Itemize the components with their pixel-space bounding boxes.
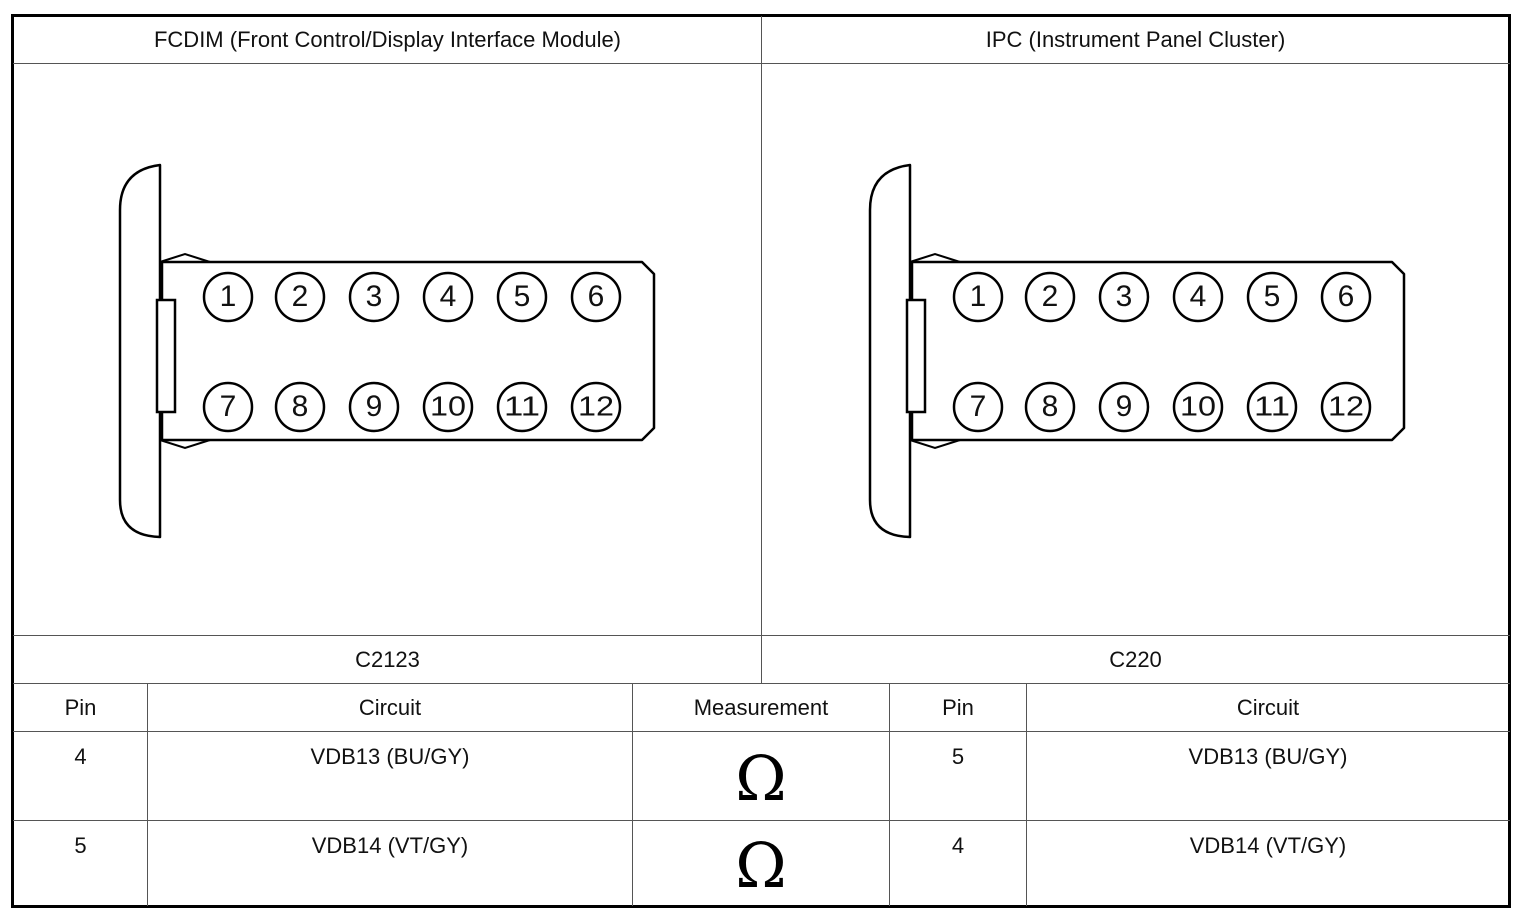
divider-line bbox=[147, 684, 148, 906]
header-pin-a: Pin bbox=[64, 694, 97, 720]
pin-number-label: 6 bbox=[1338, 280, 1355, 313]
pin-cavity bbox=[274, 271, 326, 323]
pin-cavity bbox=[1172, 381, 1224, 433]
pin-number-label: 1 bbox=[220, 280, 237, 313]
pin-cavity bbox=[952, 381, 1004, 433]
ohm-icon: Ω bbox=[735, 741, 787, 815]
pin-cavity bbox=[1024, 381, 1076, 433]
pin-cavity bbox=[1320, 271, 1372, 323]
pin-number-label: 5 bbox=[514, 280, 531, 313]
pin-cavity bbox=[202, 381, 254, 433]
pin-number-label: 12 bbox=[578, 390, 614, 421]
ohm-icon: Ω bbox=[735, 828, 787, 902]
ipc-title: IPC (Instrument Panel Cluster) bbox=[985, 26, 1286, 52]
header-circuit-b: Circuit bbox=[1236, 694, 1300, 720]
pin-number-label: 3 bbox=[1116, 280, 1133, 313]
row2-pin-b: 4 bbox=[951, 833, 965, 858]
diagram-frame bbox=[11, 14, 1511, 908]
divider-line bbox=[1026, 684, 1027, 906]
connector-tab bbox=[159, 252, 211, 263]
pin-cavity bbox=[1172, 271, 1224, 323]
row1-pin-b: 5 bbox=[951, 744, 965, 769]
pin-number-label: 8 bbox=[1042, 390, 1059, 423]
pin-cavity bbox=[496, 381, 548, 433]
pin-cavity bbox=[952, 271, 1004, 323]
pin-number-label: 12 bbox=[1328, 390, 1364, 421]
pin-number-label: 6 bbox=[588, 280, 605, 313]
connector-flange bbox=[118, 163, 162, 539]
row2-circuit-a: VDB14 (VT/GY) bbox=[311, 833, 469, 858]
pin-number-label: 8 bbox=[292, 390, 309, 423]
row1-circuit-b: VDB13 (BU/GY) bbox=[1188, 744, 1348, 769]
header-pin-b: Pin bbox=[942, 694, 974, 720]
pin-number-label: 4 bbox=[440, 280, 457, 313]
pin-cavity bbox=[570, 271, 622, 323]
pin-cavity bbox=[1246, 381, 1298, 433]
row2-pin-a: 5 bbox=[74, 833, 87, 858]
pin-number-label: 2 bbox=[1042, 280, 1059, 313]
connector-latch bbox=[155, 298, 177, 414]
pin-cavity bbox=[348, 271, 400, 323]
connector-tab bbox=[159, 439, 211, 450]
pin-cavity bbox=[348, 381, 400, 433]
pin-cavity bbox=[422, 381, 474, 433]
connector-flange bbox=[868, 163, 912, 539]
pin-number-label: 11 bbox=[1254, 390, 1290, 421]
pin-number-label: 7 bbox=[970, 390, 987, 423]
pin-number-label: 2 bbox=[292, 280, 309, 313]
pin-cavity bbox=[496, 271, 548, 323]
row2-circuit-b: VDB14 (VT/GY) bbox=[1189, 833, 1347, 858]
pin-cavity bbox=[1320, 381, 1372, 433]
header-circuit-a: Circuit bbox=[358, 694, 422, 720]
connector-latch bbox=[905, 298, 927, 414]
pin-number-label: 5 bbox=[1264, 280, 1281, 313]
row1-circuit-a: VDB13 (BU/GY) bbox=[310, 744, 470, 769]
pin-cavity bbox=[202, 271, 254, 323]
pin-number-label: 9 bbox=[1116, 390, 1133, 423]
pin-cavity bbox=[570, 381, 622, 433]
pin-number-label: 10 bbox=[430, 390, 466, 421]
pin-cavity bbox=[422, 271, 474, 323]
pin-number-label: 9 bbox=[366, 390, 383, 423]
divider-line bbox=[632, 684, 633, 906]
pin-number-label: 11 bbox=[504, 390, 540, 421]
pin-cavity bbox=[1098, 381, 1150, 433]
pin-number-label: 7 bbox=[220, 390, 237, 423]
pin-cavity bbox=[1098, 271, 1150, 323]
fcdim-title: FCDIM (Front Control/Display Interface M… bbox=[153, 26, 622, 52]
divider-line bbox=[889, 684, 890, 906]
pin-number-label: 1 bbox=[970, 280, 987, 313]
connector-tab bbox=[909, 439, 961, 450]
pin-cavity bbox=[1246, 271, 1298, 323]
pin-number-label: 10 bbox=[1180, 390, 1216, 421]
divider-line bbox=[13, 820, 1510, 821]
connector-tab bbox=[909, 252, 961, 263]
divider-line bbox=[13, 731, 1510, 732]
pin-number-label: 3 bbox=[366, 280, 383, 313]
ipc-connector-id: C220 bbox=[1109, 646, 1162, 672]
row1-pin-a: 4 bbox=[74, 744, 87, 769]
header-measurement: Measurement bbox=[693, 694, 829, 720]
pin-cavity bbox=[1024, 271, 1076, 323]
pin-number-label: 4 bbox=[1190, 280, 1207, 313]
fcdim-connector-id: C2123 bbox=[355, 646, 420, 672]
pin-cavity bbox=[274, 381, 326, 433]
divider-line bbox=[761, 16, 762, 684]
